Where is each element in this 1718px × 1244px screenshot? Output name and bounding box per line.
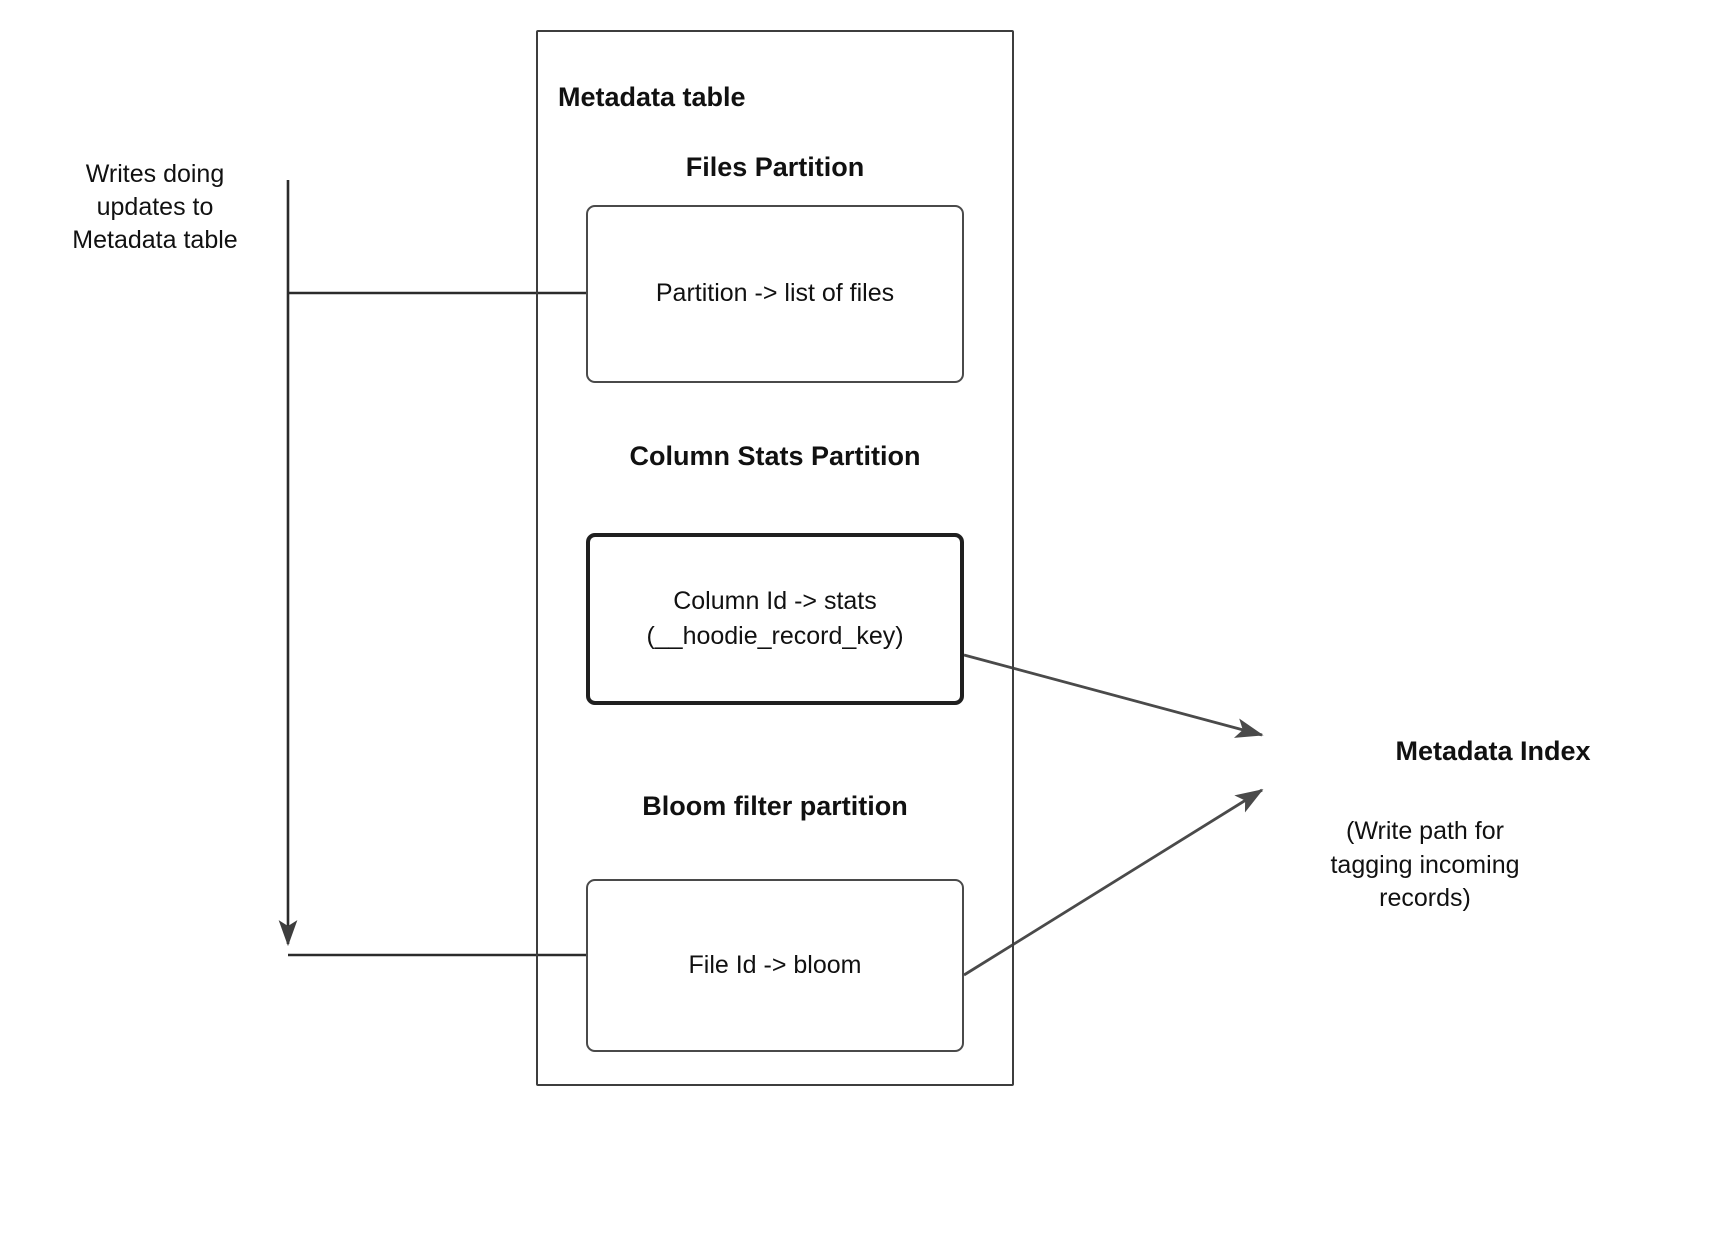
files-partition-box-text: Partition -> list of files	[655, 279, 895, 308]
metadata-index-caption: (Write path for tagging incoming records…	[1330, 817, 1520, 912]
bloom-filter-partition-box-text: File Id -> bloom	[688, 950, 862, 979]
files-partition-heading: Files Partition	[685, 152, 865, 182]
metadata-index-title: Metadata Index	[1395, 736, 1591, 766]
writes-doing-updates-note: Writes doing updates to Metadata table	[72, 160, 238, 254]
files-partition-box[interactable]: Partition -> list of files	[586, 205, 964, 383]
column-stats-partition-box[interactable]: Column Id -> stats (__hoodie_record_key)	[586, 533, 964, 705]
column-stats-partition-box-text: Column Id -> stats (__hoodie_record_key)	[646, 586, 904, 651]
bloom-filter-partition-box[interactable]: File Id -> bloom	[586, 879, 964, 1052]
metadata-table-title: Metadata table	[558, 82, 746, 112]
metadata-table-container	[536, 30, 1014, 1086]
bloom-filter-partition-heading: Bloom filter partition	[642, 791, 908, 821]
column-stats-partition-heading: Column Stats Partition	[629, 441, 921, 471]
